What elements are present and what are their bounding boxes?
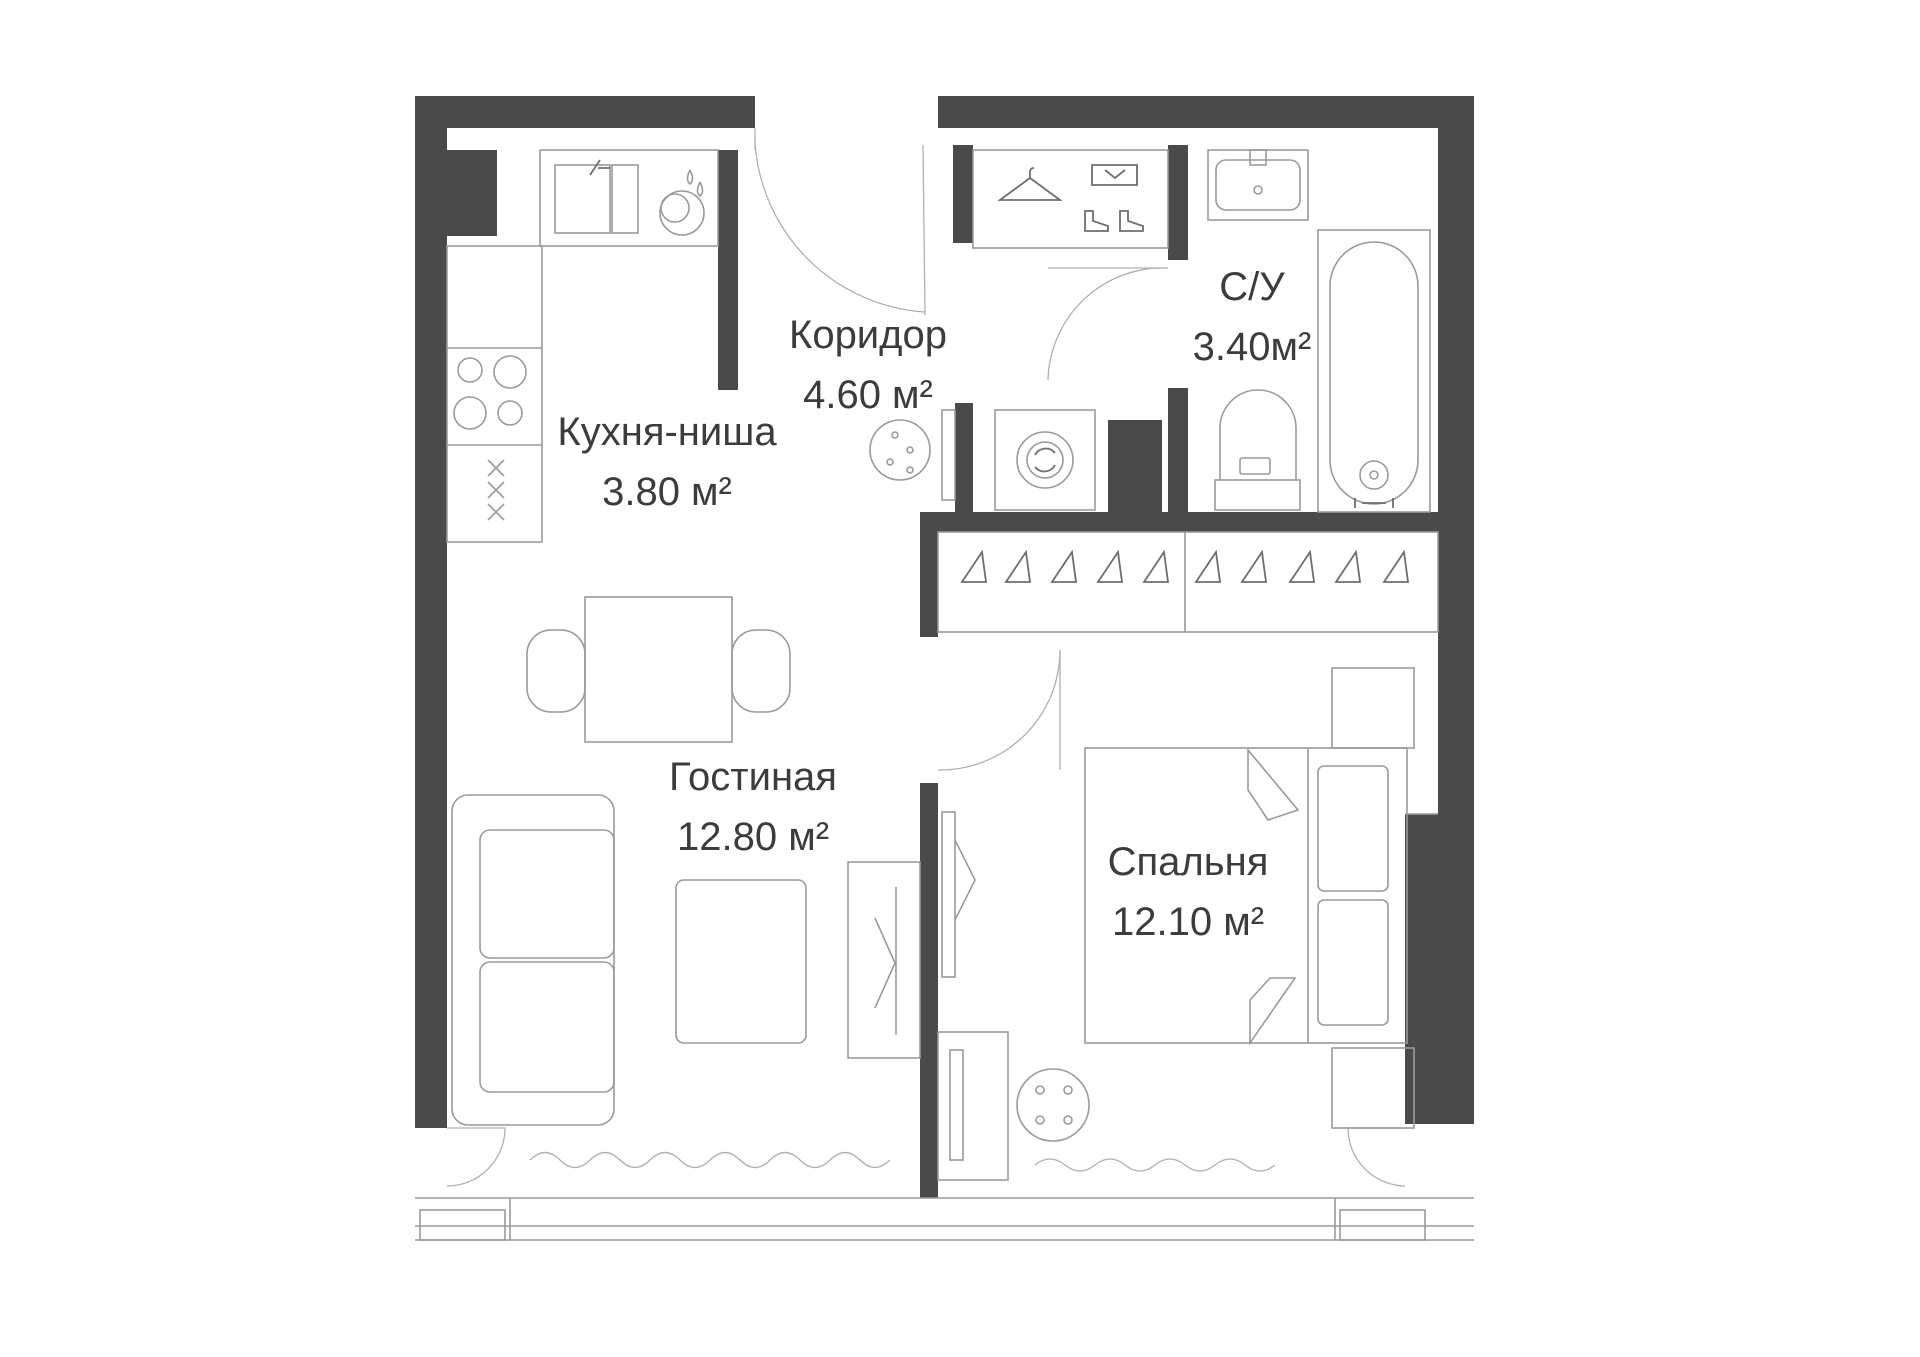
sink-icon (554, 164, 611, 234)
bedroom-furniture (937, 667, 1415, 1181)
stool (869, 419, 931, 481)
curtain-icon (1034, 1158, 1276, 1172)
hanger-icon (960, 549, 1410, 583)
washing-machine-icon (994, 409, 1096, 511)
kitchen-name: Кухня-ниша (557, 410, 777, 454)
living-name: Гостиная (669, 755, 837, 799)
bedroom-area: 12.10 м² (1112, 900, 1264, 944)
long-wardrobe (937, 531, 1439, 633)
walls (415, 96, 1474, 1198)
bathtub-icon (1317, 229, 1431, 513)
toilet-icon (1214, 389, 1301, 511)
living-area: 12.80 м² (677, 815, 829, 859)
bathroom-area: 3.40м² (1193, 325, 1312, 369)
room-labels: Коридор 4.60 м² С/У 3.40м² Кухня-ниша 3.… (557, 265, 1311, 944)
bed-icon (1084, 747, 1408, 1046)
stove-icon (453, 355, 527, 430)
table-icon (526, 596, 791, 743)
tv-stand (847, 861, 921, 1059)
shoes-icon (1084, 210, 1144, 232)
living-furniture (451, 596, 921, 1169)
kitchen-area: 3.80 м² (602, 470, 732, 514)
corridor-area: 4.60 м² (803, 373, 933, 417)
sofa-icon (451, 794, 615, 1126)
corridor-furniture (869, 149, 1169, 511)
windows (415, 813, 1474, 1241)
wardrobe (972, 149, 1169, 249)
corridor-name: Коридор (789, 313, 947, 357)
stool (1016, 1068, 1090, 1142)
bathroom-name: С/У (1219, 265, 1285, 309)
bathroom-furniture (1207, 149, 1431, 513)
hanger-icon (997, 167, 1063, 201)
curtain-icon (529, 1151, 891, 1169)
doors (446, 128, 1406, 1187)
kitchen-furniture (446, 149, 719, 543)
coffee-table (675, 879, 807, 1044)
bedroom-name: Спальня (1108, 840, 1269, 884)
